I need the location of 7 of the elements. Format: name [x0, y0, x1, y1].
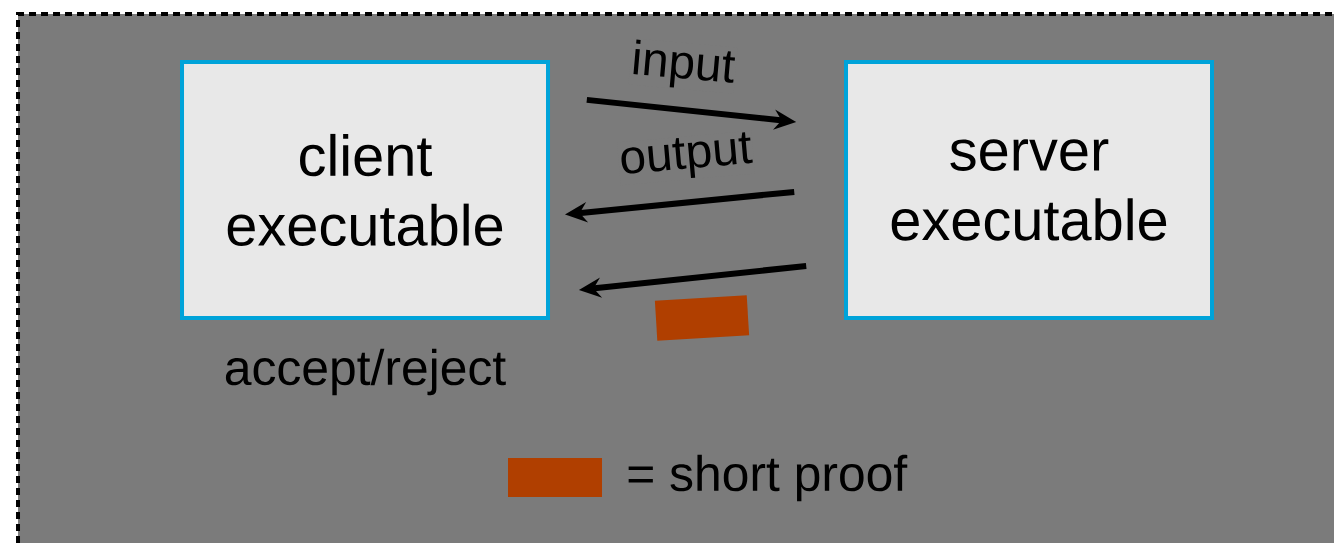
edge-label: input: [633, 39, 735, 88]
process-box: server executable: [844, 60, 1214, 320]
edge-label: output: [621, 132, 753, 179]
caption-text: accept/reject: [225, 348, 506, 396]
process-box: client executable: [180, 60, 550, 320]
proof-block: [654, 295, 750, 341]
legend-text: = short proof: [628, 454, 908, 502]
